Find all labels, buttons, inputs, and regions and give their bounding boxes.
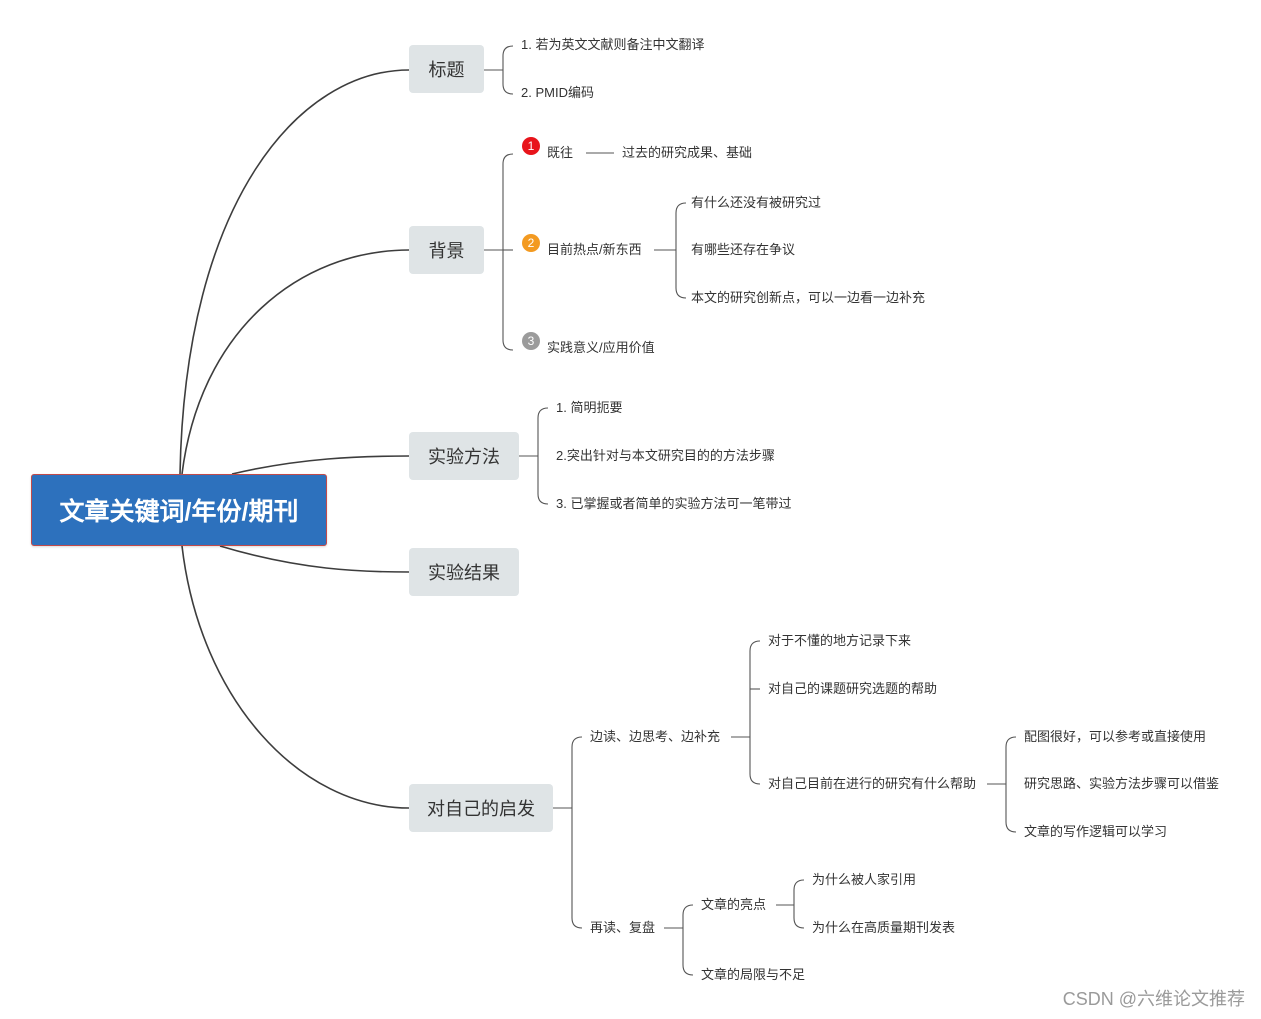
priority-3-icon: 3 — [522, 332, 540, 350]
branch-results[interactable]: 实验结果 — [409, 548, 519, 596]
hotspot-controversy: 有哪些还存在争议 — [691, 242, 796, 257]
background-past-detail: 过去的研究成果、基础 — [622, 145, 753, 160]
watermark: CSDN @六维论文推荐 — [1062, 989, 1245, 1009]
help-figures: 配图很好，可以参考或直接使用 — [1024, 729, 1207, 744]
highlight-journal: 为什么在高质量期刊发表 — [812, 920, 956, 935]
title-item-translation: 1. 若为英文文献则备注中文翻译 — [521, 37, 705, 52]
branch-insights[interactable]: 对自己的启发 — [409, 784, 553, 832]
branch-title[interactable]: 标题 — [409, 45, 484, 93]
priority-1-icon: 1 — [522, 137, 540, 155]
insights-reread: 再读、复盘 — [590, 920, 656, 935]
insights-reading: 边读、边思考、边补充 — [590, 729, 721, 744]
reread-limitations: 文章的局限与不足 — [701, 967, 806, 982]
hotspot-unstudied: 有什么还没有被研究过 — [691, 195, 822, 210]
reading-topic-help: 对自己的课题研究选题的帮助 — [768, 681, 938, 696]
help-writing-logic: 文章的写作逻辑可以学习 — [1024, 824, 1168, 839]
reread-highlights: 文章的亮点 — [701, 897, 767, 912]
highlight-cited: 为什么被人家引用 — [812, 872, 917, 887]
hotspot-innovation: 本文的研究创新点，可以一边看一边补充 — [691, 290, 926, 305]
reading-current-research-help: 对自己目前在进行的研究有什么帮助 — [768, 776, 977, 791]
branch-background[interactable]: 背景 — [409, 226, 484, 274]
title-item-pmid: 2. PMID编码 — [521, 85, 594, 100]
help-methods: 研究思路、实验方法步骤可以借鉴 — [1024, 776, 1220, 791]
priority-2-icon: 2 — [522, 234, 540, 252]
reading-note-unknowns: 对于不懂的地方记录下来 — [768, 633, 912, 648]
background-significance: 实践意义/应用价值 — [547, 340, 655, 355]
background-hotspot: 目前热点/新东西 — [547, 242, 642, 257]
background-past: 既往 — [547, 145, 574, 160]
methods-item-brief: 3. 已掌握或者简单的实验方法可一笔带过 — [556, 496, 792, 511]
methods-item-concise: 1. 简明扼要 — [556, 400, 623, 415]
methods-item-highlight: 2.突出针对与本文研究目的的方法步骤 — [556, 448, 775, 463]
root-topic[interactable]: 文章关键词/年份/期刊 — [31, 474, 327, 546]
branch-methods[interactable]: 实验方法 — [409, 432, 519, 480]
